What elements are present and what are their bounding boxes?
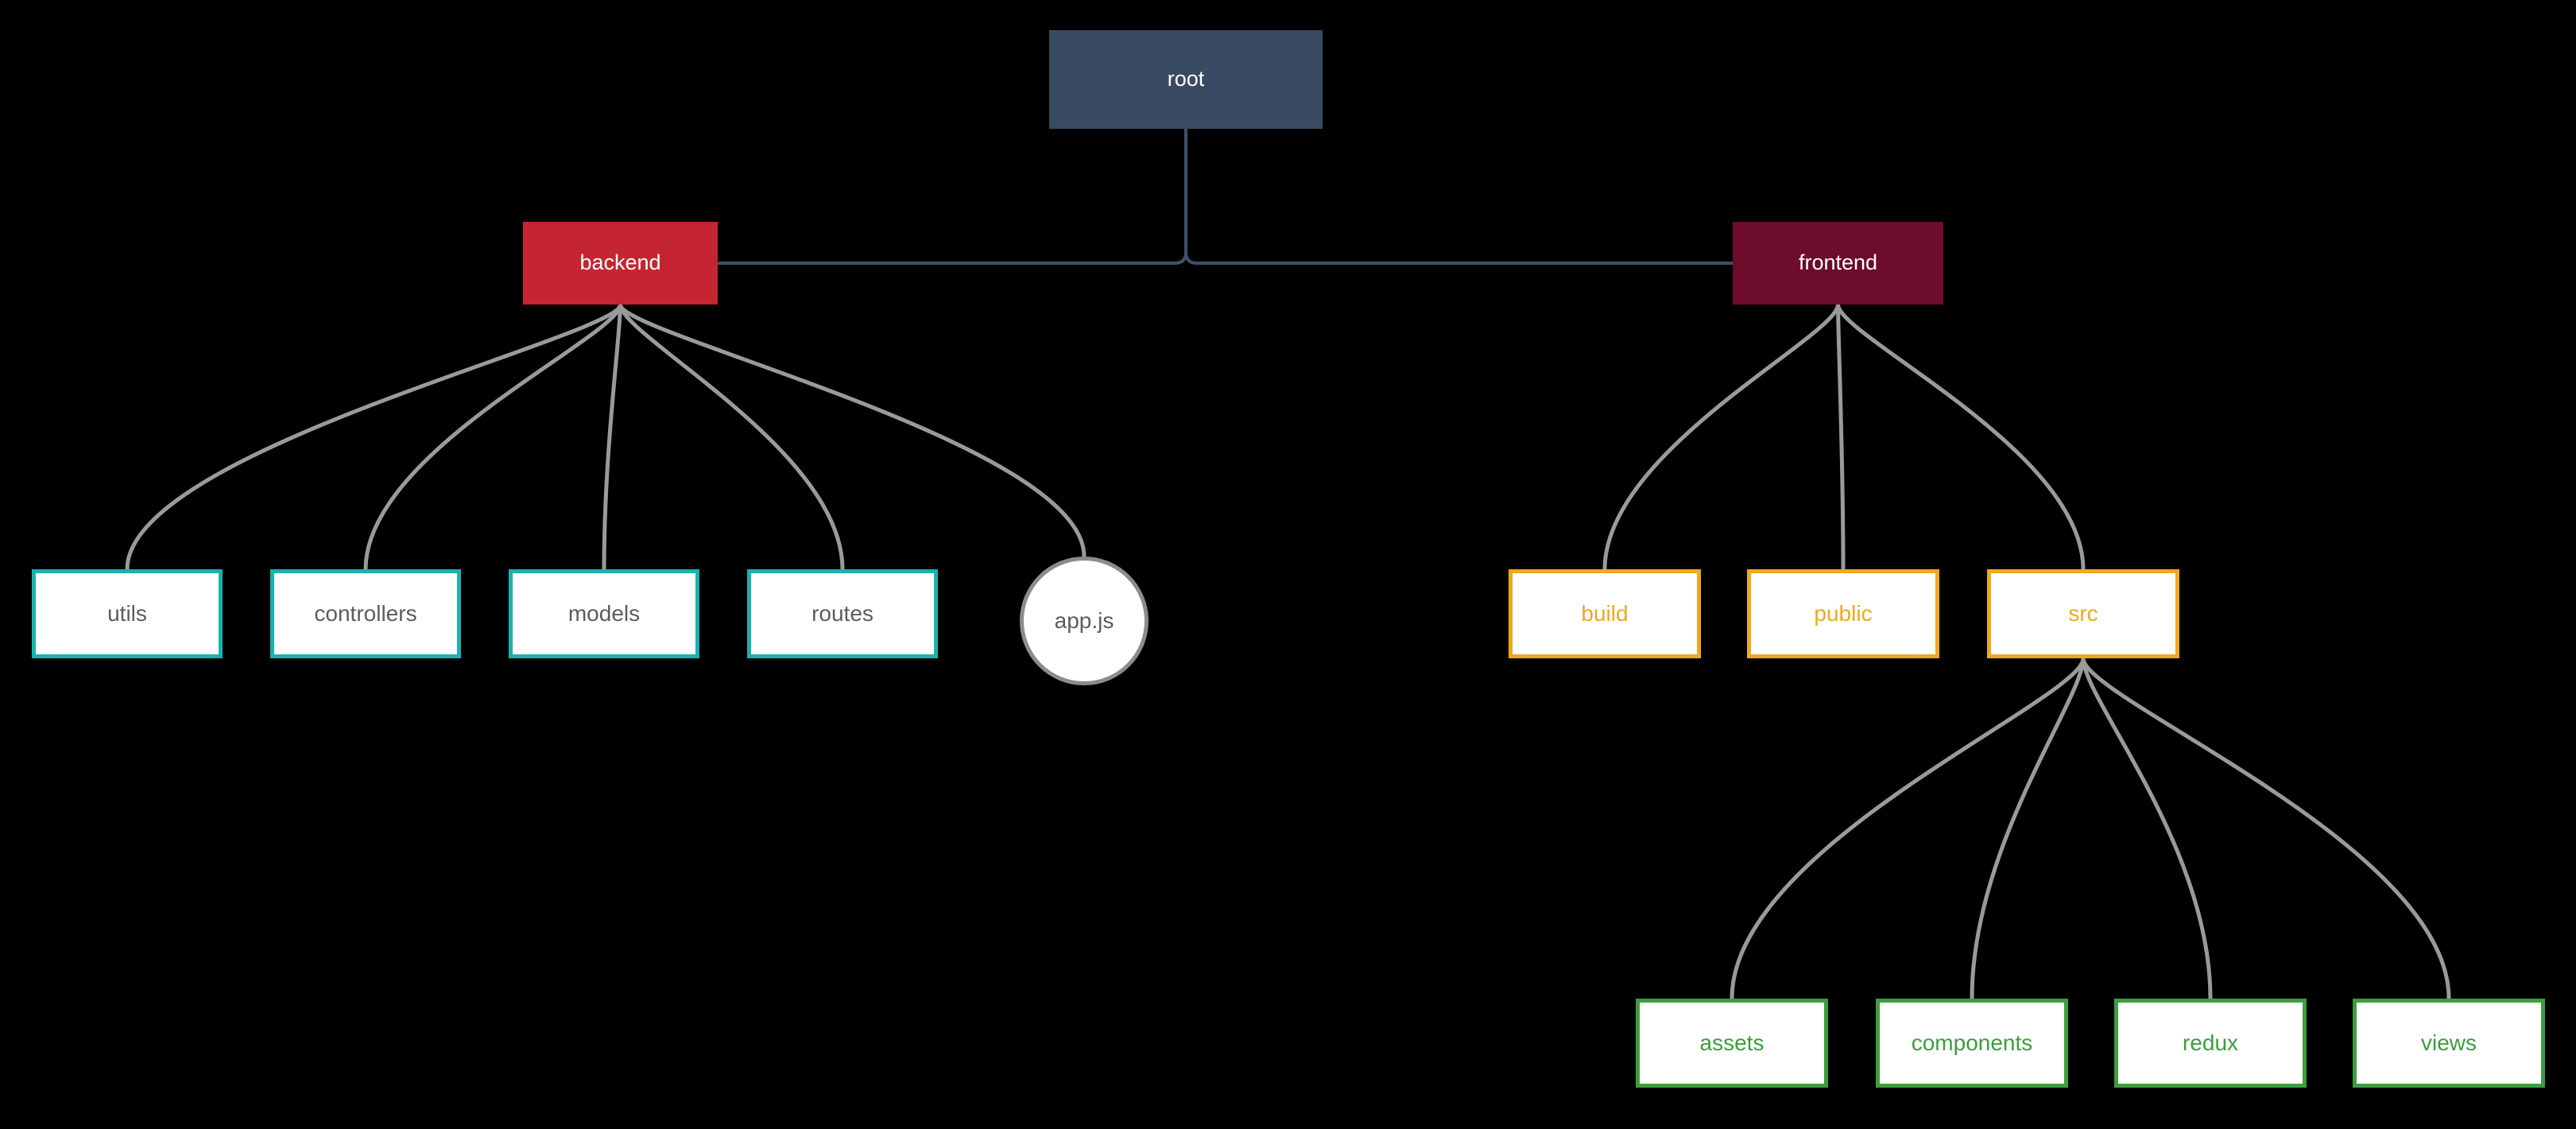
node-routes[interactable]: routes xyxy=(747,569,938,658)
node-public[interactable]: public xyxy=(1747,569,1939,658)
node-label-build: build xyxy=(1581,601,1628,627)
node-appjs[interactable]: app.js xyxy=(1020,557,1149,685)
edge-backend-to-utils xyxy=(127,305,621,569)
node-assets[interactable]: assets xyxy=(1636,999,1828,1088)
edge-src-to-components xyxy=(1972,658,2083,999)
node-label-views: views xyxy=(2421,1030,2477,1056)
edge-src-to-assets xyxy=(1732,658,2083,999)
node-views[interactable]: views xyxy=(2353,999,2545,1088)
node-label-controllers: controllers xyxy=(314,601,416,627)
edge-src-to-redux xyxy=(2083,658,2210,999)
edge-backend-to-models xyxy=(604,305,621,569)
node-label-components: components xyxy=(1912,1030,2033,1056)
node-label-frontend: frontend xyxy=(1799,250,1877,275)
node-utils[interactable]: utils xyxy=(32,569,223,658)
edge-root-to-backend xyxy=(718,129,1186,263)
node-label-assets: assets xyxy=(1700,1030,1764,1056)
node-label-src: src xyxy=(2068,601,2098,627)
node-build[interactable]: build xyxy=(1509,569,1701,658)
edge-backend-to-routes xyxy=(621,305,843,569)
node-label-redux: redux xyxy=(2183,1030,2238,1056)
node-label-utils: utils xyxy=(107,601,147,627)
node-frontend[interactable]: frontend xyxy=(1733,222,1943,305)
node-models[interactable]: models xyxy=(509,569,699,658)
edge-frontend-to-public xyxy=(1838,305,1844,569)
node-label-routes: routes xyxy=(812,601,874,627)
node-src[interactable]: src xyxy=(1987,569,2179,658)
node-redux[interactable]: redux xyxy=(2114,999,2307,1088)
node-root[interactable]: root xyxy=(1049,30,1323,129)
node-controllers[interactable]: controllers xyxy=(270,569,461,658)
node-label-models: models xyxy=(568,601,640,627)
edge-frontend-to-src xyxy=(1838,305,2084,569)
node-label-public: public xyxy=(1814,601,1872,627)
node-components[interactable]: components xyxy=(1876,999,2068,1088)
node-label-root: root xyxy=(1168,67,1205,91)
edge-src-to-views xyxy=(2083,658,2449,999)
edge-root-to-frontend xyxy=(1186,129,1733,263)
node-label-appjs: app.js xyxy=(1055,608,1114,634)
edge-backend-to-appjs xyxy=(621,305,1085,557)
edge-backend-to-controllers xyxy=(366,305,621,569)
edge-frontend-to-build xyxy=(1605,305,1838,569)
node-backend[interactable]: backend xyxy=(523,222,718,305)
node-label-backend: backend xyxy=(579,250,660,275)
